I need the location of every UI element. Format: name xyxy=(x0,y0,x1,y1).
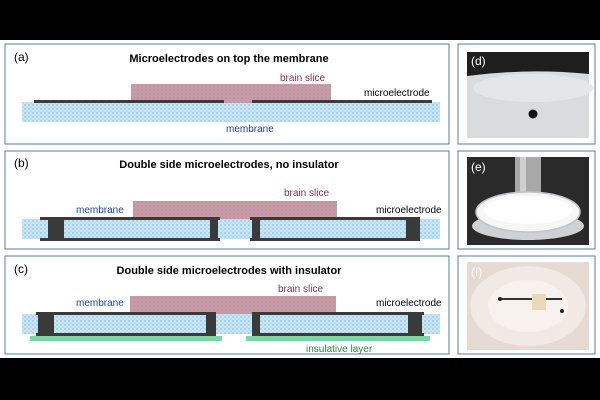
panel-b-via-1 xyxy=(48,219,64,239)
panel-c-brain-slice xyxy=(130,296,336,314)
panel-b-letter: (b) xyxy=(14,156,29,170)
panel-c-insulator-right xyxy=(246,336,430,341)
photo-e-dish-center xyxy=(484,196,572,224)
photo-f-dot-left xyxy=(498,297,502,301)
panel-b-electrode-label: microelectrode xyxy=(376,205,442,216)
photo-f-dot-right xyxy=(560,309,564,313)
panel-a-membrane xyxy=(22,102,440,122)
photo-d-glare xyxy=(473,74,593,102)
panel-a-border xyxy=(4,43,450,145)
panel-c-membrane xyxy=(22,314,440,334)
panel-c-electrode-bottom-right xyxy=(252,333,424,336)
panel-c-membrane-label: membrane xyxy=(76,298,124,309)
panel-c-insulator-label: insulative layer xyxy=(306,344,373,355)
panel-c-title: Double side microelectrodes with insulat… xyxy=(117,265,343,277)
panel-b-membrane-label: membrane xyxy=(76,205,124,216)
photo-e-letter: (e) xyxy=(471,160,486,174)
photo-f-electrode-line xyxy=(498,298,562,300)
panel-b-via-4 xyxy=(406,219,420,239)
panel-c: (c) Double side microelectrodes with ins… xyxy=(4,255,450,355)
panel-a: (a) Microelectrodes on top the membrane … xyxy=(4,43,450,145)
photo-f-well-center xyxy=(488,280,568,332)
panel-b-electrode-top-left xyxy=(40,217,220,220)
panel-a-electrode-right xyxy=(252,100,432,103)
panel-c-via-4 xyxy=(408,314,422,334)
panel-b-via-3 xyxy=(252,219,260,239)
panel-b-electrode-bottom-right xyxy=(250,238,420,241)
photo-d-droplet xyxy=(528,109,538,119)
panel-a-title: Microelectrodes on top the membrane xyxy=(129,53,328,65)
photo-d-letter: (d) xyxy=(471,54,486,68)
panel-b-title: Double side microelectrodes, no insulato… xyxy=(119,159,339,171)
panel-c-via-2 xyxy=(206,314,216,334)
panel-a-letter: (a) xyxy=(14,50,29,64)
panel-b-slice-label: brain slice xyxy=(284,188,329,199)
photo-e-objective-shine xyxy=(520,157,526,195)
photo-f-letter: (f) xyxy=(471,265,482,279)
panel-a-membrane-label: membrane xyxy=(226,124,274,135)
photo-f: (f) xyxy=(457,255,596,355)
photo-f-slice xyxy=(532,294,546,310)
panel-c-electrode-top-left xyxy=(36,312,216,315)
panel-c-slice-label: brain slice xyxy=(278,284,323,295)
photo-d: (d) xyxy=(457,43,596,145)
panel-a-electrode-left xyxy=(34,100,224,103)
panel-b-membrane xyxy=(22,219,440,239)
panel-c-letter: (c) xyxy=(14,262,28,276)
panel-c-insulator-left xyxy=(30,336,222,341)
photo-e: (e) xyxy=(457,150,596,250)
panel-c-electrode-bottom-left xyxy=(36,333,216,336)
panel-b-electrode-top-right xyxy=(250,217,420,220)
panel-a-brain-slice xyxy=(131,84,331,103)
panel-b: (b) Double side microelectrodes, no insu… xyxy=(4,150,450,250)
panel-c-electrode-label: microelectrode xyxy=(376,298,442,309)
panel-a-slice-label: brain slice xyxy=(280,73,325,84)
photo-e-objective xyxy=(515,157,541,195)
panel-c-electrode-top-right xyxy=(252,312,424,315)
panel-a-electrode-label: microelectrode xyxy=(364,88,430,99)
panel-c-via-1 xyxy=(38,314,54,334)
panel-c-via-3 xyxy=(252,314,260,334)
panel-b-via-2 xyxy=(210,219,218,239)
panel-b-brain-slice xyxy=(133,201,337,219)
photo-d-dark-top xyxy=(467,52,589,76)
panel-b-electrode-bottom-left xyxy=(40,238,220,241)
